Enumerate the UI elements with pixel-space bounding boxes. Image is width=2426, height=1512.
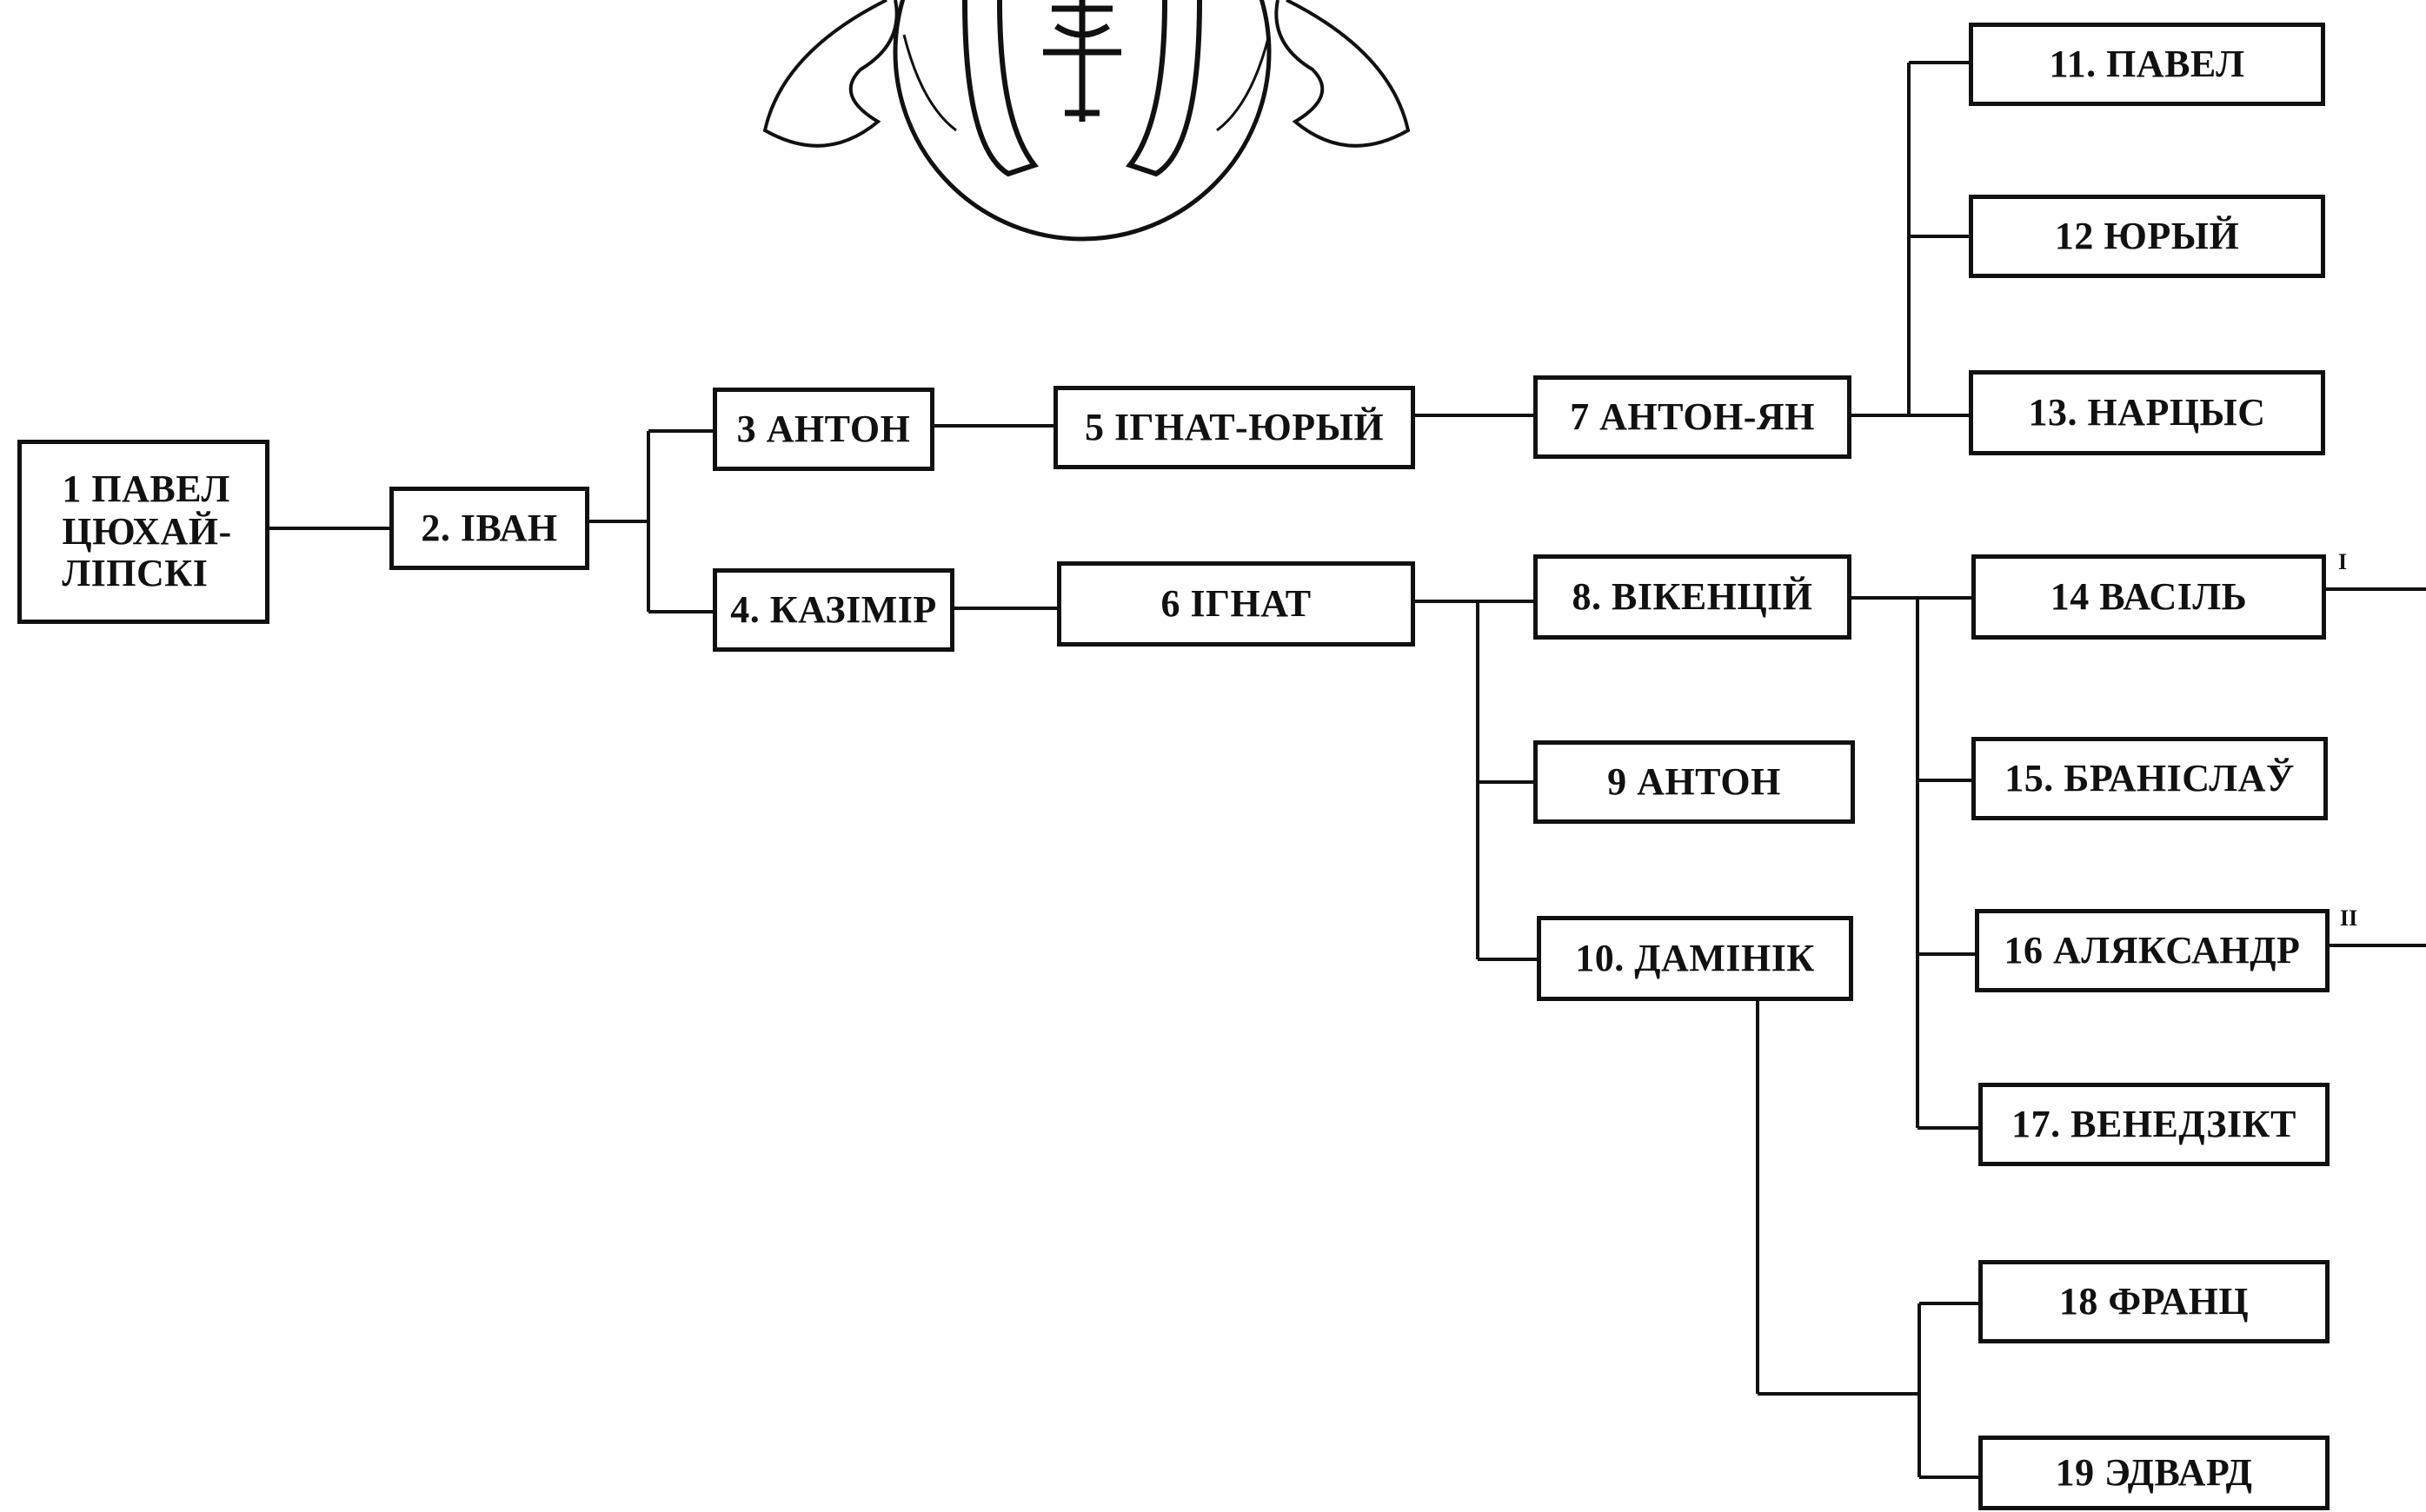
person-6-ignat: 6 ІГНАТ [1057, 561, 1415, 647]
person-4-kazimir: 4. КАЗІМІР [713, 568, 954, 652]
person-1-pavel-tsyukhai-lipski: 1 ПАВЕЛ ЦЮХАЙ- ЛІПСКІ [17, 440, 269, 624]
person-13-narcys: 13. НАРЦЫС [1969, 370, 2325, 455]
continuation-mark-16: II [2340, 905, 2357, 932]
person-3-anton: 3 АНТОН [713, 388, 934, 471]
person-14-vasil: 14 ВАСІЛЬ [1971, 554, 2326, 640]
person-16-alyaksandr: 16 АЛЯКСАНДР [1975, 909, 2330, 992]
person-7-anton-yan: 7 АНТОН-ЯН [1533, 375, 1851, 459]
coat-of-arms-horseshoe-cross-icon [765, 0, 1408, 239]
person-10-daminik: 10. ДАМІНІК [1537, 916, 1853, 1001]
person-18-frants: 18 ФРАНЦ [1978, 1260, 2330, 1343]
continuation-mark-14: I [2338, 549, 2347, 575]
person-11-pavel: 11. ПАВЕЛ [1969, 23, 2325, 106]
person-12-yuryi: 12 ЮРЫЙ [1969, 195, 2325, 278]
person-5-ignat-yuryi: 5 ІГНАТ-ЮРЫЙ [1053, 386, 1415, 469]
person-9-anton: 9 АНТОН [1533, 740, 1855, 824]
person-17-venedzikt: 17. ВЕНЕДЗІКТ [1978, 1083, 2330, 1166]
person-8-vikentsii: 8. ВІКЕНЦІЙ [1533, 554, 1851, 640]
person-15-branislau: 15. БРАНІСЛАЎ [1971, 737, 2328, 820]
person-19-edvard: 19 ЭДВАРД [1978, 1436, 2330, 1510]
person-2-ivan: 2. ІВАН [389, 487, 589, 570]
